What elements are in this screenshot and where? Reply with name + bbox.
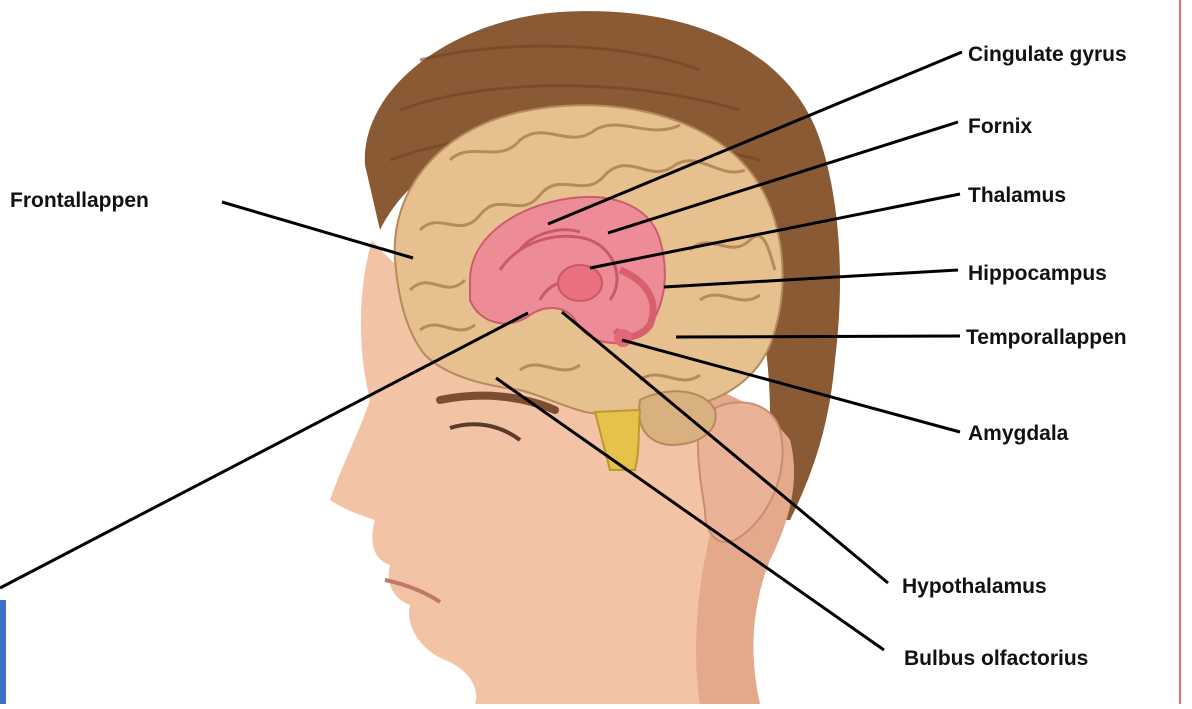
label-cingulate-gyrus: Cingulate gyrus	[968, 43, 1127, 67]
label-temporallappen: Temporallappen	[966, 326, 1127, 350]
label-thalamus: Thalamus	[968, 184, 1066, 208]
label-fornix: Fornix	[968, 115, 1032, 139]
label-amygdala: Amygdala	[968, 422, 1068, 446]
amygdala-shape	[614, 329, 632, 347]
label-frontallappen: Frontallappen	[10, 189, 149, 213]
label-hypothalamus: Hypothalamus	[902, 575, 1047, 599]
frame-left-box	[0, 600, 6, 704]
label-bulbus-olfactorius: Bulbus olfactorius	[904, 647, 1088, 671]
thalamus-shape	[558, 265, 602, 301]
leader-temporallappen	[676, 336, 960, 337]
cerebellum	[639, 391, 716, 445]
label-hippocampus: Hippocampus	[968, 262, 1107, 286]
